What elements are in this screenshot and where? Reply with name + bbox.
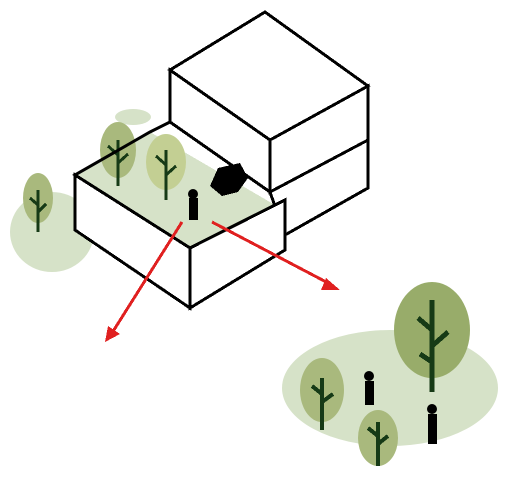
person-head (188, 189, 198, 199)
zoomed-person-1 (364, 371, 374, 405)
person-body (428, 414, 437, 444)
zoomed-person-2 (427, 404, 437, 444)
zoomed-tree-bottom (358, 410, 398, 466)
arrow-left-head (105, 326, 120, 342)
person-figure (189, 198, 198, 220)
person-body (365, 381, 374, 405)
person-head (427, 404, 437, 414)
zoomed-garden-detail (282, 282, 498, 466)
person-head (364, 371, 374, 381)
